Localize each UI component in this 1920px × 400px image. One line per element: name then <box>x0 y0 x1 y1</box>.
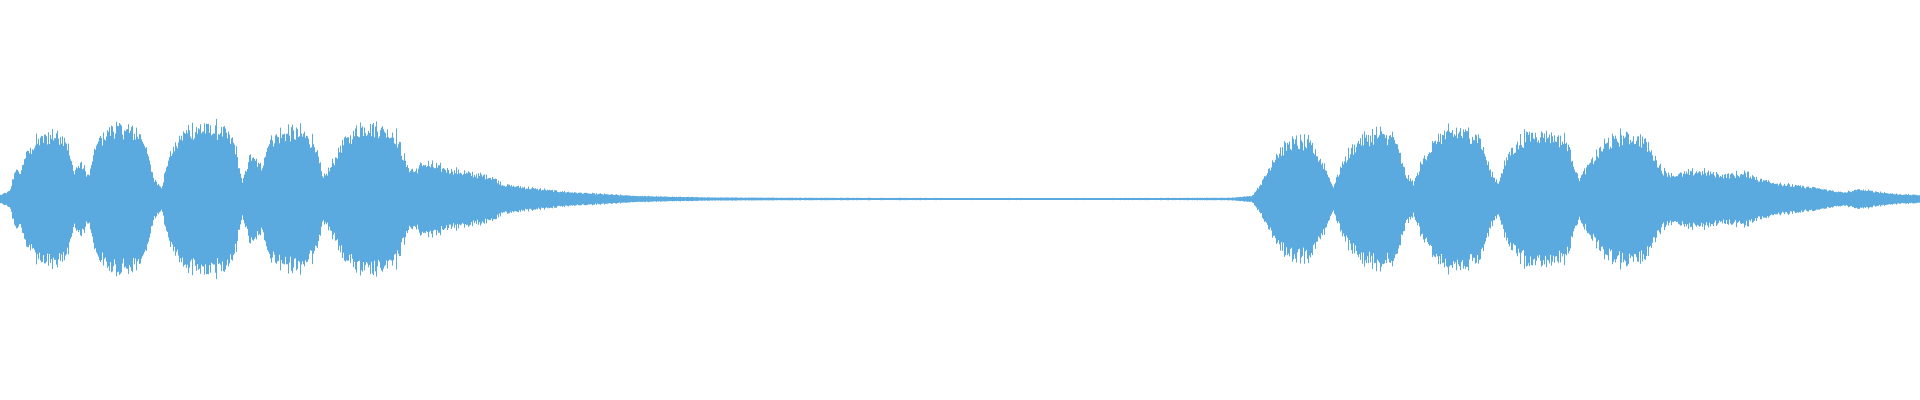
waveform-display <box>0 118 1920 280</box>
audio-waveform <box>0 118 1920 280</box>
